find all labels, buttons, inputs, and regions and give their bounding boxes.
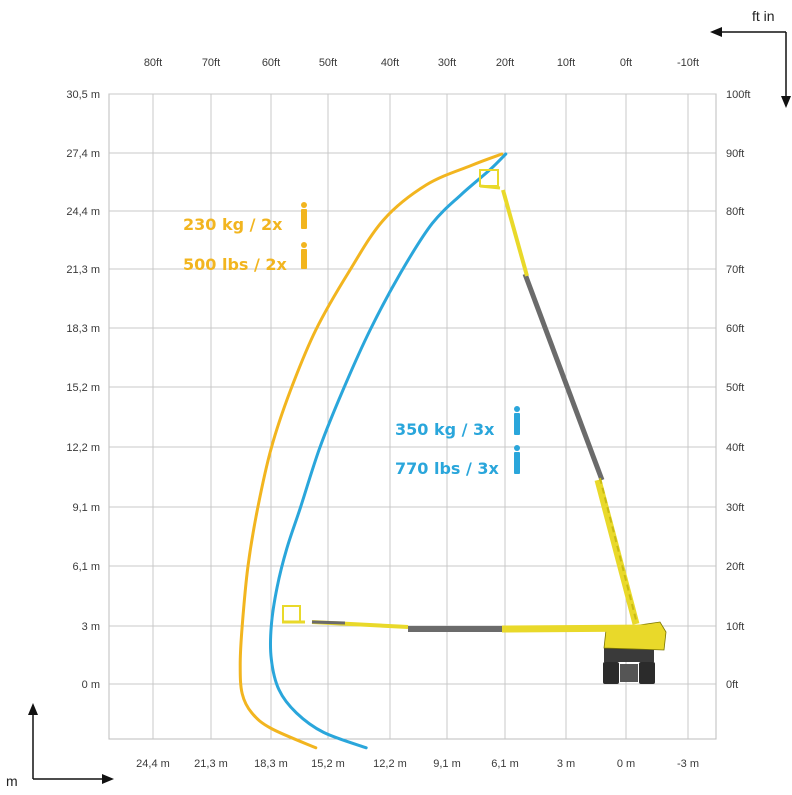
wheel-left <box>603 662 619 684</box>
person-icon <box>514 445 520 474</box>
y-tick-m: 24,4 m <box>66 206 100 218</box>
y-tick-ft: 90ft <box>726 148 744 160</box>
caption-blue-lbs: 770 lbs / 3x <box>395 459 500 478</box>
y-tick-m: 15,2 m <box>66 382 100 394</box>
y-tick-m: 6,1 m <box>72 561 100 573</box>
y-tick-m: 0 m <box>82 679 100 691</box>
x-tick-ft: 80ft <box>144 57 162 69</box>
x-tick-ft: 10ft <box>557 57 575 69</box>
x-tick-ft: 20ft <box>496 57 514 69</box>
y-axis-ft-ticks: 100ft 90ft 80ft 70ft 60ft 50ft 40ft 30ft 20ft 10f… <box>726 89 750 691</box>
x-tick-ft: 30ft <box>438 57 456 69</box>
x-tick-ft: 60ft <box>262 57 280 69</box>
horizontal-boom-grey-tip <box>311 620 346 625</box>
y-tick-ft: 60ft <box>726 323 744 335</box>
y-tick-ft: 30ft <box>726 502 744 514</box>
y-tick-m: 30,5 m <box>66 89 100 101</box>
outreach-basket <box>282 605 305 624</box>
x-tick-m: 21,3 m <box>194 758 228 770</box>
x-tick-m: 0 m <box>617 758 635 770</box>
caption-blue-kg: 350 kg / 3x <box>395 420 495 439</box>
person-icon <box>301 242 307 269</box>
x-tick-ft: 50ft <box>319 57 337 69</box>
x-tick-m: 6,1 m <box>491 758 519 770</box>
m-label: m <box>6 773 18 789</box>
x-tick-ft: 70ft <box>202 57 220 69</box>
y-tick-ft: 70ft <box>726 264 744 276</box>
person-icon <box>301 202 307 229</box>
x-tick-ft: -10ft <box>677 57 699 69</box>
y-tick-ft: 80ft <box>726 206 744 218</box>
wheel-hub <box>620 664 638 682</box>
x-axis-m-ticks: 24,4 m 21,3 m 18,3 m 15,2 m 12,2 m 9,1 m 6,1 m… <box>136 758 699 770</box>
raised-boom-lower <box>594 479 640 625</box>
x-tick-m: -3 m <box>677 758 699 770</box>
x-tick-ft: 40ft <box>381 57 399 69</box>
y-axis-m-ticks: 30,5 m 27,4 m 24,4 m 21,3 m 18,3 m 15,2 m 12,2… <box>66 89 100 691</box>
x-tick-ft: 0ft <box>620 57 632 69</box>
y-tick-m: 9,1 m <box>72 502 100 514</box>
x-tick-m: 24,4 m <box>136 758 170 770</box>
y-tick-ft: 40ft <box>726 442 744 454</box>
y-tick-ft: 20ft <box>726 561 744 573</box>
y-tick-m: 12,2 m <box>66 442 100 454</box>
caption-yellow-kg: 230 kg / 2x <box>183 215 283 234</box>
x-tick-m: 15,2 m <box>311 758 345 770</box>
x-tick-m: 18,3 m <box>254 758 288 770</box>
horizontal-boom-yellow <box>501 624 661 633</box>
caption-yellow-lbs: 500 lbs / 2x <box>183 255 288 274</box>
person-icon <box>514 406 520 435</box>
wheel-right <box>639 662 655 684</box>
y-tick-m: 27,4 m <box>66 148 100 160</box>
raised-boom-stripe <box>599 477 637 621</box>
y-tick-ft: 50ft <box>726 382 744 394</box>
ft-in-label: ft in <box>752 8 775 24</box>
boom-lift-illustration <box>282 169 667 684</box>
raised-boom-mid <box>522 273 605 481</box>
reach-envelopes <box>238 152 508 750</box>
x-tick-m: 9,1 m <box>433 758 461 770</box>
x-tick-m: 3 m <box>557 758 575 770</box>
y-tick-m: 18,3 m <box>66 323 100 335</box>
y-tick-m: 21,3 m <box>66 264 100 276</box>
y-tick-ft: 100ft <box>726 89 750 101</box>
envelope-curve-blue <box>268 152 508 750</box>
envelope-curve-yellow <box>238 152 504 750</box>
m-unit-marker: m <box>6 703 114 789</box>
x-axis-ft-ticks: 80ft 70ft 60ft 50ft 40ft 30ft 20ft 10ft 0ft -10ft <box>144 57 699 69</box>
y-tick-m: 3 m <box>82 621 100 633</box>
raised-boom-upper <box>501 189 529 277</box>
raised-basket <box>479 169 501 190</box>
y-tick-ft: 0ft <box>726 679 738 691</box>
ft-in-unit-marker: ft in <box>710 8 791 108</box>
x-tick-m: 12,2 m <box>373 758 407 770</box>
chassis <box>604 648 654 662</box>
y-tick-ft: 10ft <box>726 621 744 633</box>
